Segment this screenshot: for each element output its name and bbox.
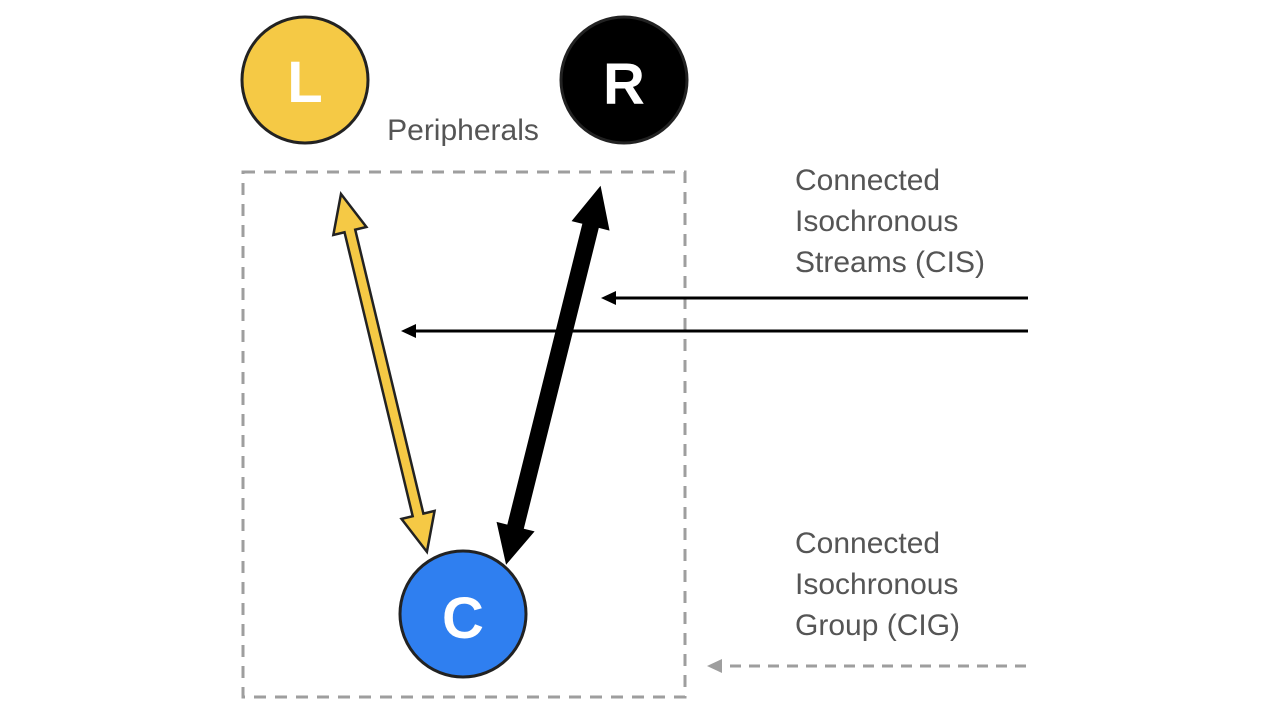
cis-label: Connected Isochronous Streams (CIS) <box>795 164 985 279</box>
right-stream-arrow <box>496 185 610 565</box>
cig-label-line-3: Group (CIG) <box>795 609 960 642</box>
cis-pointer-upper <box>601 291 1028 305</box>
central-node-circle <box>398 549 528 679</box>
central-node-letter: C <box>442 586 484 651</box>
cig-label: Connected Isochronous Group (CIG) <box>795 527 960 642</box>
cis-label-line-3: Streams (CIS) <box>795 246 985 279</box>
cig-label-line-2: Isochronous <box>795 568 958 601</box>
cig-pointer <box>707 659 1026 673</box>
cis-label-line-2: Isochronous <box>795 205 958 238</box>
central-node: C <box>398 549 528 679</box>
cig-label-line-1: Connected <box>795 527 940 560</box>
left-node-letter: L <box>287 50 322 115</box>
cis-pointer-lower <box>401 324 1028 338</box>
cis-label-line-1: Connected <box>795 164 940 197</box>
peripherals-label: Peripherals <box>387 114 539 147</box>
right-node-circle <box>559 15 689 145</box>
left-node-circle <box>240 15 370 145</box>
left-peripheral-node: L <box>240 15 370 145</box>
right-node-letter: R <box>603 52 645 117</box>
cig-group-box <box>241 170 687 699</box>
left-stream-arrow <box>331 191 437 555</box>
right-peripheral-node: R <box>559 15 689 145</box>
